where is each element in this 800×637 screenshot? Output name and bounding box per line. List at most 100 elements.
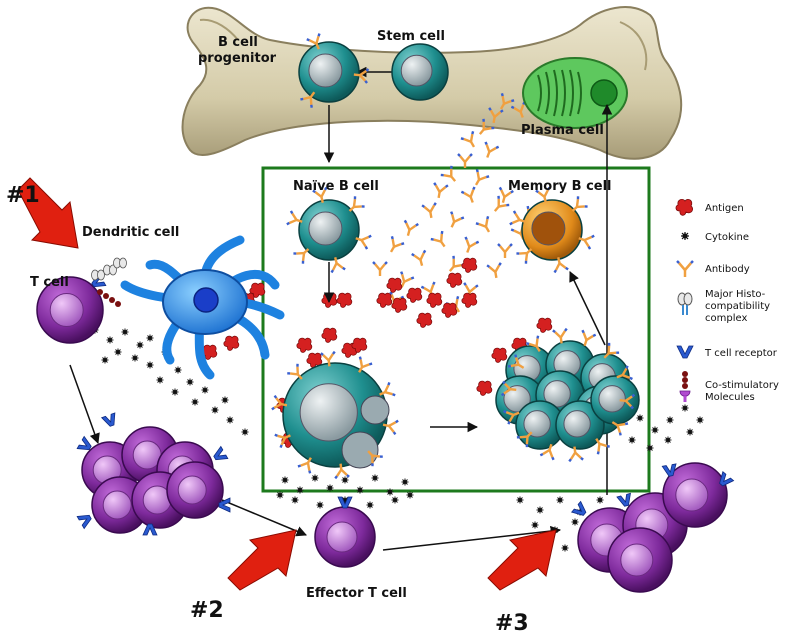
cytokine-icon [175,367,182,374]
legend-antibody-label: Antibody [705,264,750,275]
label-step-3: #3 [495,611,529,636]
antigen-icon [337,293,352,307]
cytokine-icon [327,485,334,492]
costimulatory-bead [115,301,121,307]
antigen-icon [427,293,442,307]
cytokine-icon [647,445,654,452]
cytokine-icon [517,497,524,504]
tcr-icon [102,413,119,428]
antigen-icon [442,303,457,317]
b-cell-clone [591,376,639,424]
cytokine-icon [137,342,144,349]
red-arrow-2 [228,530,296,590]
cytokine-icon [222,397,229,404]
cytokine-icon [115,349,122,356]
cytokine-icon [242,429,249,436]
antibody-icon [461,131,480,150]
antigen-icon [322,328,337,342]
legend-costim-icon [680,371,690,402]
plasma-cell [523,58,627,128]
antibody-icon [489,196,509,216]
cytokine-icon [637,415,644,422]
antibody-icon [458,154,472,168]
cytokine-icon [407,492,414,499]
antibody-icon [385,236,404,255]
cytokine-icon [402,479,409,486]
legend-cytokine-label: Cytokine [705,232,749,243]
costimulatory-bead [103,293,109,299]
cytokine-icon [317,502,324,509]
antigen-icon [447,273,462,287]
cytokine-icon [572,519,579,526]
tcr-icon [77,511,94,529]
cytokine-icon [342,477,349,484]
cytokine-icon [277,492,284,499]
activated-b-cell [283,363,389,468]
cytokine-icon [682,405,689,412]
legend-mhc-label-3: complex [705,313,747,324]
cytokine-icon [532,522,539,529]
cytokine-icon [187,379,194,386]
costimulatory-bead [109,297,115,303]
label-step-1: #1 [6,183,40,208]
cytokine-icon [597,497,604,504]
cytokine-icon [297,487,304,494]
antibody-icon [461,187,479,205]
cytokine-icon [282,477,289,484]
cytokine-icon [667,417,674,424]
label-plasma-cell: Plasma cell [521,123,604,138]
cytokine-icon [392,497,399,504]
cytokine-icon [357,487,364,494]
label-b-cell-progenitor-2: progenitor [198,51,277,66]
label-effector-t-cell: Effector T cell [306,586,407,601]
label-b-cell-progenitor: B cell [218,35,258,50]
antigen-icon [492,348,507,362]
cytokine-icon [212,407,219,414]
legend-mhc-label-2: compatibility [705,301,770,312]
antibody-icon [470,169,489,188]
label-memory-b-cell: Memory B cell [508,179,612,194]
red-arrow-3 [488,530,556,590]
cytokine-icon [312,475,319,482]
legend-antibody-icon [677,261,693,277]
antigen-icon [387,278,402,292]
cytokine-icon [227,417,234,424]
antibody-icon [412,250,429,267]
tcr-icon [211,446,228,464]
cytokine-icon [132,355,139,362]
legend-tcr-icon [677,346,693,358]
stem-cell [392,44,448,100]
legend-costim-label-2: Molecules [705,392,755,403]
cytokine-icon [629,437,636,444]
antibody-icon [481,142,499,160]
label-stem-cell: Stem cell [377,29,445,44]
cytokine-icon [557,497,564,504]
antibody-icon [445,212,464,231]
cytokine-icon [122,329,129,336]
cytokine-icon [157,377,164,384]
cytokine-icon [652,427,659,434]
antibody-icon [431,231,450,250]
antibody-icon [498,244,512,258]
label-naive-b-cell: Naïve B cell [293,179,379,194]
antigen-icon [417,313,432,327]
endosome [361,396,389,424]
legend-cytokine-icon [681,232,689,240]
label-t-cell: T cell [30,275,69,290]
cytokine-icon [665,437,672,444]
legend-mhc-icon [678,293,692,315]
legend-tcr-label: T cell receptor [704,348,778,359]
antibody-icon [487,263,503,279]
cytokine-icon [202,387,209,394]
b-cell-progenitor [299,42,359,102]
memory-t-cell [608,528,672,592]
cytokine-icon [562,545,569,552]
activated-t-cell [167,462,223,518]
legend-mhc-label-1: Major Histo- [705,289,766,300]
cytokine-icon [387,489,394,496]
cytokine-icon [372,475,379,482]
dendritic-cell [125,240,280,375]
antibody-icon [432,183,448,199]
legend-antigen-label: Antigen [705,203,744,214]
label-dendritic-cell: Dendritic cell [82,225,179,240]
